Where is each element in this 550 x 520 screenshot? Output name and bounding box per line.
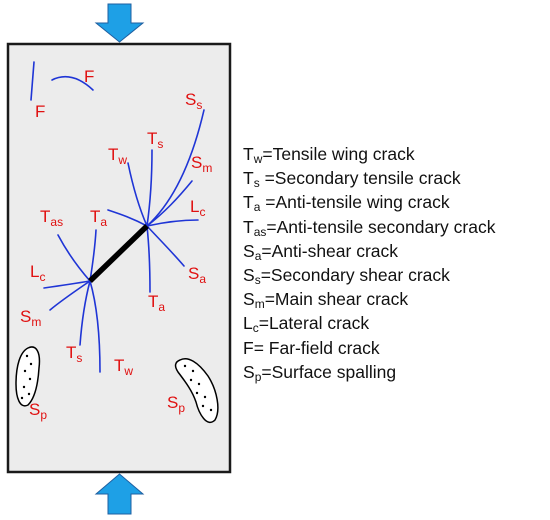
label-Sp: Sp <box>167 393 185 415</box>
legend-item-sm: Sm=Main shear crack <box>243 289 409 312</box>
label-Tw: Tw <box>108 145 127 167</box>
spall-dot <box>195 391 199 395</box>
spall-dot <box>27 392 31 396</box>
loading-arrows <box>94 3 145 515</box>
anti-tensile-secondary-crack <box>107 209 148 227</box>
label-F: F <box>35 102 45 121</box>
spall-dot <box>28 377 32 381</box>
label-Tas: Tas <box>40 207 63 229</box>
legend-item-ta: Ta =Anti-tensile wing crack <box>243 192 450 215</box>
spall-dot <box>183 364 187 368</box>
far-field-crack <box>51 76 94 91</box>
secondary-shear-crack <box>146 109 205 227</box>
label-Ss: Ss <box>185 90 202 112</box>
legend-item-ss: Ss=Secondary shear crack <box>243 264 450 287</box>
secondary-tensile-crack <box>146 149 153 227</box>
spall-dot <box>209 408 213 412</box>
anti-tensile-secondary-crack <box>57 234 91 282</box>
legend-item-tw: Tw=Tensile wing crack <box>243 144 415 166</box>
spall-dot <box>20 396 24 400</box>
tensile-wing-crack <box>89 280 101 373</box>
spall-dot <box>191 369 195 373</box>
legend-item-lc: Lc=Lateral crack <box>243 313 370 336</box>
main-shear-crack <box>49 280 91 311</box>
bottom-load-arrow <box>94 473 145 515</box>
legend-item-sa: Sa=Anti-shear crack <box>243 240 399 263</box>
label-Sm: Sm <box>191 153 212 175</box>
label-Sp: Sp <box>29 400 47 422</box>
label-Sa: Sa <box>188 264 206 286</box>
legend-item-tas: Tas=Anti-tensile secondary crack <box>243 216 496 239</box>
label-Ta: Ta <box>148 292 165 314</box>
legend-item-ts: Ts =Secondary tensile crack <box>243 168 461 191</box>
anti-shear-crack <box>146 225 185 267</box>
spall-dot <box>197 382 201 386</box>
crack-network <box>30 61 205 373</box>
anti-tensile-wing-crack <box>146 225 151 293</box>
spall-dot <box>25 354 29 358</box>
legend-item-sp: Sp=Surface spalling <box>243 361 397 384</box>
label-Ts: Ts <box>147 129 163 151</box>
spall-dot <box>23 369 27 373</box>
label-Tw: Tw <box>114 356 133 378</box>
lateral-crack <box>146 219 199 227</box>
label-Ta: Ta <box>90 207 107 229</box>
label-Ts: Ts <box>66 343 82 365</box>
surface-spalling-left <box>15 346 41 407</box>
surface-spalling-right <box>174 358 219 423</box>
anti-tensile-wing-crack <box>89 229 97 282</box>
rock-specimen <box>6 42 232 474</box>
spall-dot <box>22 385 26 389</box>
spalling-dots <box>20 354 213 412</box>
label-Sm: Sm <box>20 307 41 329</box>
label-Lc: Lc <box>190 197 205 219</box>
far-field-crack <box>30 61 35 101</box>
main-shear-crack <box>146 180 193 227</box>
legend: Tw=Tensile wing crack Ts =Secondary tens… <box>243 142 495 384</box>
label-F: F <box>84 67 94 86</box>
legend-item-f: F= Far-field crack <box>243 337 380 358</box>
pre-existing-flaw <box>88 224 149 283</box>
label-Lc: Lc <box>30 262 45 284</box>
top-load-arrow <box>94 3 145 43</box>
secondary-tensile-crack <box>79 280 91 346</box>
spall-dot <box>201 404 205 408</box>
spalling-regions <box>15 346 219 423</box>
spall-dot <box>29 362 33 366</box>
spall-dot <box>189 378 193 382</box>
tensile-wing-crack <box>127 162 148 227</box>
lateral-crack <box>43 280 91 289</box>
spall-dot <box>203 395 207 399</box>
crack-labels: F F Ss Ts Tw Sm Lc Tas Ta Sa Lc Ta Sm Ts… <box>20 67 212 422</box>
